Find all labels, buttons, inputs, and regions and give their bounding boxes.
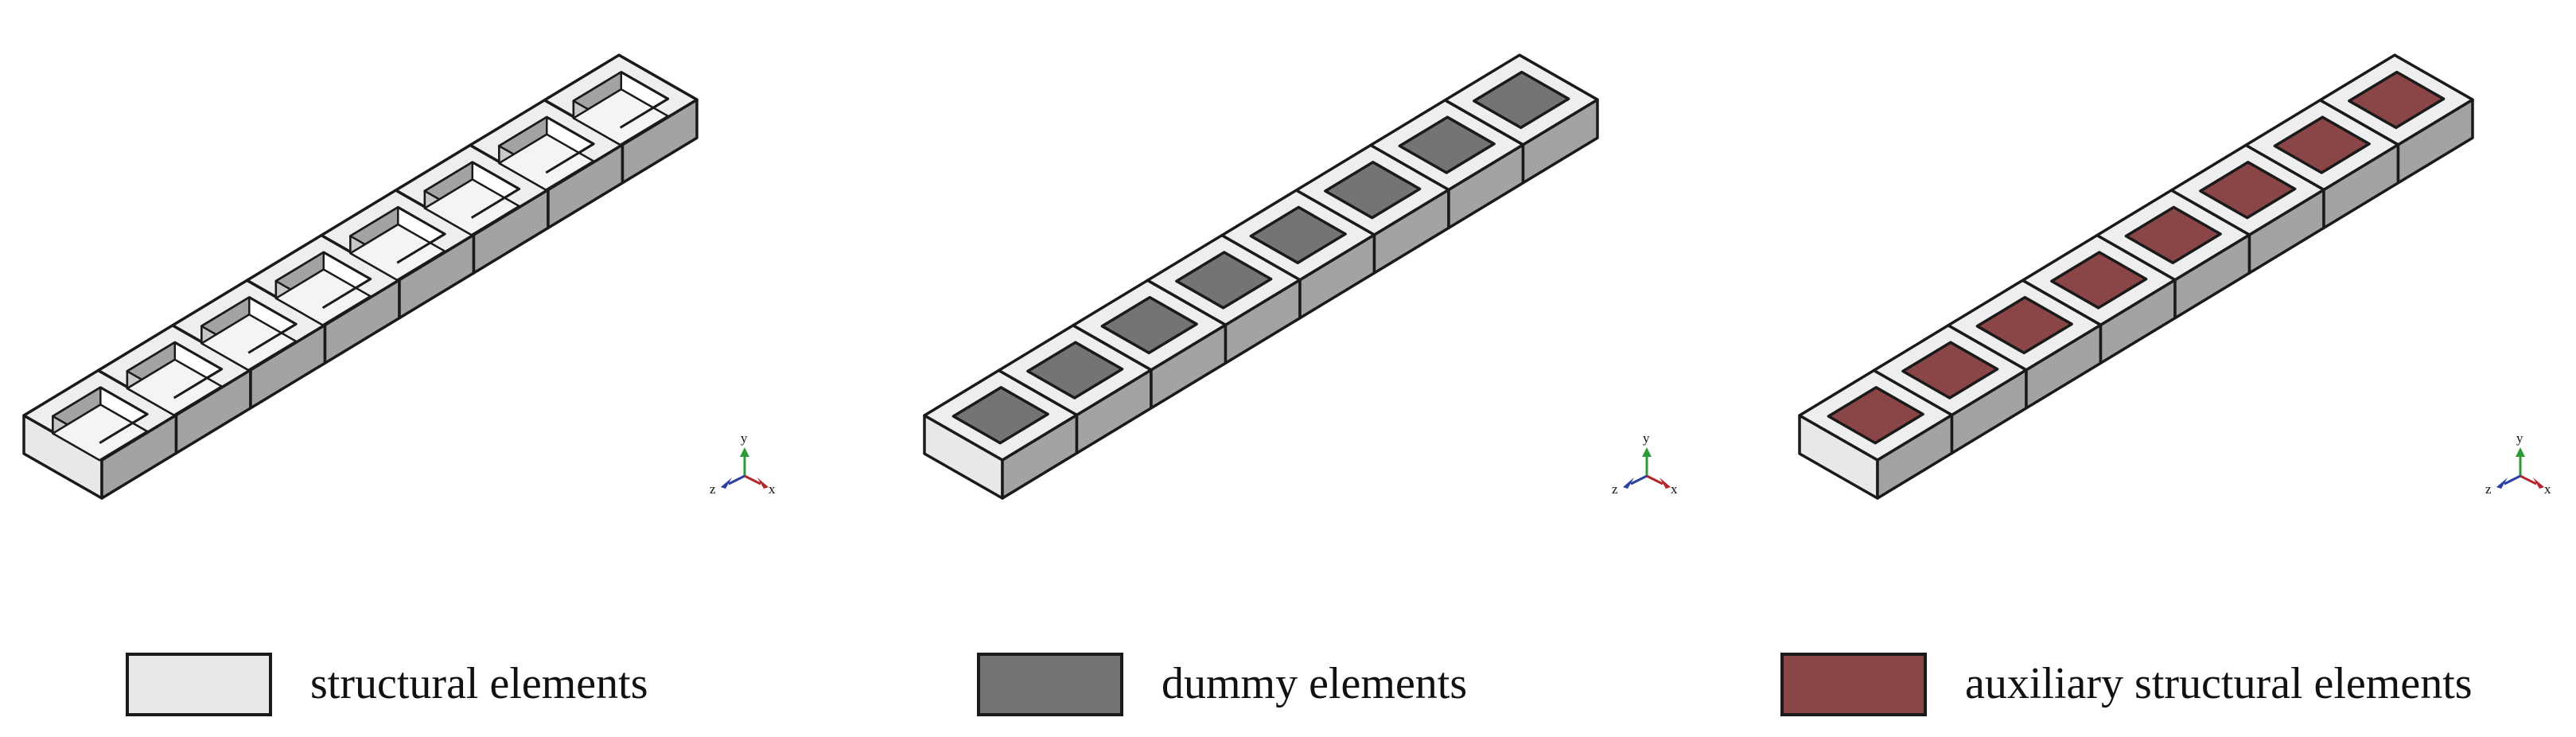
axis-x-line	[744, 474, 761, 485]
element-pocket-floor	[498, 133, 595, 191]
legend-label: structural elements	[310, 659, 648, 708]
element-pocket-edge	[619, 71, 670, 129]
axis-y-arrow	[740, 447, 749, 457]
legend-swatch	[1780, 653, 1927, 716]
beam-structural	[22, 53, 698, 500]
axis-z-label: z	[2485, 482, 2492, 497]
axis-x-label: x	[1671, 482, 1678, 497]
element-pocket-floor	[200, 313, 298, 372]
element-pocket-floor	[572, 88, 669, 146]
element-inner-auxiliary	[2124, 205, 2222, 264]
element-inner-dummy	[951, 386, 1049, 445]
element-inner-auxiliary	[2199, 161, 2297, 220]
element-pocket-edge	[470, 161, 521, 219]
axis-x-label: x	[2544, 482, 2551, 497]
element-inner-dummy	[1175, 251, 1273, 310]
element-inner-auxiliary	[1901, 341, 1999, 400]
element-pocket-floor	[274, 268, 372, 326]
element-pocket-floor	[52, 404, 149, 462]
beam-dummy	[923, 53, 1599, 500]
element-pocket-edge	[545, 115, 595, 174]
beam-auxiliary	[1798, 53, 2474, 500]
element-structural	[171, 279, 327, 372]
element-inner-dummy	[1473, 70, 1570, 130]
element-inner-dummy	[1026, 341, 1124, 400]
axis-z-label: z	[1612, 482, 1618, 497]
axis-x-label: x	[769, 482, 776, 497]
axis-y-label: y	[2516, 431, 2523, 446]
element-pocket-floor	[349, 223, 446, 282]
legend-swatch	[126, 653, 272, 716]
element-auxiliary	[1947, 279, 2103, 372]
element-pocket-floor	[423, 178, 520, 236]
element-pocket-edge	[99, 386, 149, 444]
element-structural	[245, 233, 401, 326]
legend: structural elements dummy elements auxilia…	[126, 653, 2473, 716]
axis-z-line	[1630, 474, 1648, 485]
axis-x-arrow	[2533, 478, 2544, 489]
element-inner-auxiliary	[2050, 251, 2148, 310]
element-inner-dummy	[1100, 295, 1198, 355]
element-dummy	[1220, 189, 1376, 282]
axis-triads: y x z y x z y x z	[710, 431, 2551, 497]
axis-x-line	[2520, 474, 2537, 485]
axis-z-label: z	[710, 482, 716, 497]
legend-item: structural elements	[126, 653, 648, 716]
element-inner-dummy	[1249, 205, 1347, 264]
element-pocket-edge	[396, 206, 446, 264]
element-pocket-edge	[321, 251, 372, 310]
element-inner-auxiliary	[2273, 115, 2371, 174]
axis-z-arrow	[721, 478, 732, 489]
legend-label: dummy elements	[1162, 659, 1467, 708]
axis-x-arrow	[1660, 478, 1671, 489]
axis-x-line	[1646, 474, 1664, 485]
element-structural	[320, 189, 476, 282]
axis-y-label: y	[741, 431, 748, 446]
element-structural	[469, 99, 625, 192]
element-inner-dummy	[1398, 115, 1496, 174]
element-inner-auxiliary	[1827, 386, 1924, 445]
element-inner-auxiliary	[2348, 70, 2446, 130]
beam-panels	[22, 53, 2474, 500]
element-dummy	[1294, 143, 1450, 236]
axis-x-arrow	[757, 478, 769, 489]
axis-y-label: y	[1643, 431, 1650, 446]
element-auxiliary	[2318, 53, 2474, 146]
axis-triad: y x z	[710, 431, 776, 497]
axis-z-arrow	[1623, 478, 1634, 489]
axis-triad: y x z	[2485, 431, 2551, 497]
element-structural	[22, 368, 178, 462]
element-dummy	[1443, 53, 1599, 146]
legend-item: auxiliary structural elements	[1780, 653, 2473, 716]
element-inner-dummy	[1324, 161, 1422, 220]
element-pocket-edge	[173, 341, 224, 400]
axis-y-arrow	[1642, 447, 1652, 457]
axis-z-line	[728, 474, 745, 485]
legend-item: dummy elements	[977, 653, 1467, 716]
element-pocket-edge	[247, 296, 298, 354]
legend-swatch	[977, 653, 1123, 716]
axis-z-arrow	[2496, 478, 2508, 489]
axis-y-arrow	[2516, 447, 2525, 457]
axis-triad: y x z	[1612, 431, 1678, 497]
axis-z-line	[2504, 474, 2521, 485]
element-pocket-floor	[126, 358, 223, 416]
element-inner-auxiliary	[1975, 295, 2073, 355]
element-structural	[543, 53, 698, 146]
legend-label: auxiliary structural elements	[1965, 659, 2473, 708]
